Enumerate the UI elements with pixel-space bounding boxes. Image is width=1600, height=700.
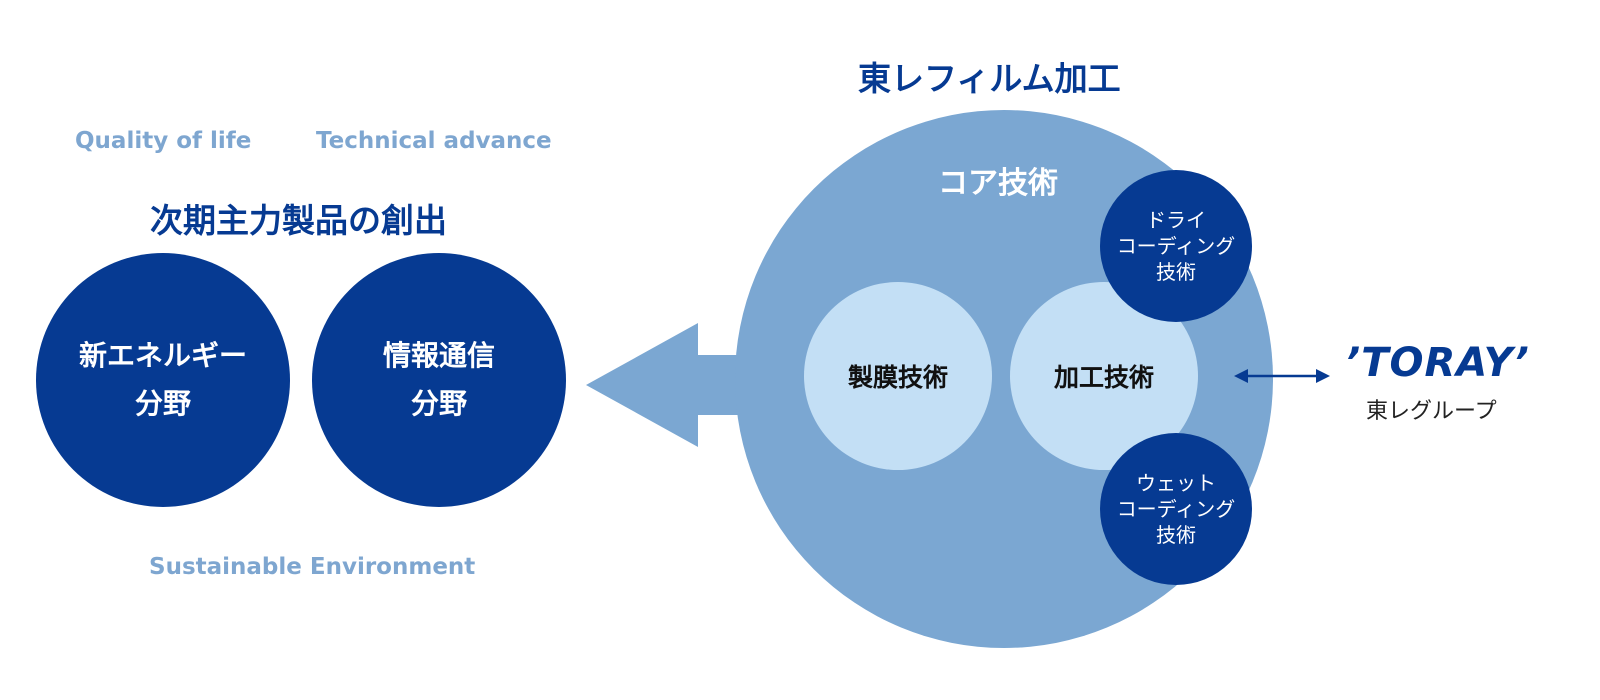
wet-coating-line2: コーディング — [1116, 497, 1236, 521]
film-forming-circle: 製膜技術 — [804, 282, 992, 470]
wet-coating-line3: 技術 — [1156, 523, 1196, 547]
wet-coating-line1: ウェット — [1136, 471, 1216, 495]
double-arrow-icon — [1234, 369, 1330, 383]
keyword-technical-advance: Technical advance — [316, 128, 552, 154]
ict-circle: 情報通信 分野 — [312, 253, 566, 507]
core-technology-label: コア技術 — [938, 166, 1058, 201]
dry-coating-line3: 技術 — [1156, 260, 1196, 284]
ict-label: 情報通信 — [382, 339, 495, 372]
dry-coating-line1: ドライ — [1146, 208, 1206, 232]
keyword-sustainable-environment: Sustainable Environment — [149, 554, 476, 580]
ict-field-label: 分野 — [410, 387, 467, 420]
new-energy-circle: 新エネルギー 分野 — [36, 253, 290, 507]
wet-coating-circle: ウェット コーディング 技術 — [1100, 433, 1252, 585]
new-energy-label: 新エネルギー — [78, 339, 247, 372]
toray-group-label: 東レグループ — [1366, 399, 1497, 424]
dry-coating-circle: ドライ コーディング 技術 — [1100, 170, 1252, 322]
next-products-heading: 次期主力製品の創出 — [150, 201, 447, 240]
left-arrow-icon — [586, 323, 775, 447]
toray-logo: ’TORAY’ — [1345, 340, 1530, 386]
new-energy-field-label: 分野 — [134, 387, 191, 420]
toray-film-title: 東レフィルム加工 — [858, 59, 1121, 98]
keyword-quality-of-life: Quality of life — [75, 128, 252, 154]
film-forming-label: 製膜技術 — [847, 363, 948, 392]
dry-coating-line2: コーディング — [1116, 234, 1236, 258]
processing-label: 加工技術 — [1053, 363, 1154, 392]
